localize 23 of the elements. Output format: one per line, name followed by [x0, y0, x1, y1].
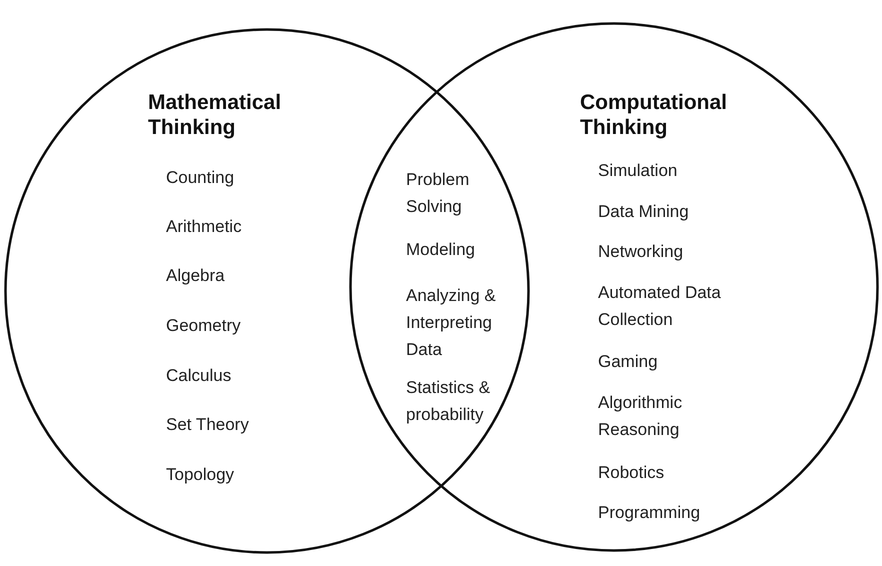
circle-heading: Mathematical Thinking [148, 90, 282, 140]
item-label: Robotics [598, 462, 664, 484]
venn-circle [4, 28, 530, 554]
item-label: Data Mining [598, 201, 689, 223]
item-label: Calculus [166, 365, 232, 387]
item-label: Counting [166, 167, 234, 189]
venn-circle [349, 22, 879, 552]
item-label: Automated Data Collection [598, 282, 722, 331]
item-label: Algorithmic Reasoning [598, 392, 684, 441]
item-label: Topology [166, 464, 234, 486]
item-label: Simulation [598, 160, 678, 182]
item-label: Geometry [166, 315, 241, 337]
item-label: Gaming [598, 351, 658, 373]
item-label: Networking [598, 241, 684, 263]
item-label: Algebra [166, 265, 225, 287]
item-label: Set Theory [166, 414, 249, 436]
item-label: Modeling [406, 239, 475, 261]
item-label: Statistics & probability [406, 377, 492, 426]
item-label: Analyzing & Interpreting Data [406, 285, 497, 361]
circle-heading: Computational Thinking [580, 90, 728, 140]
item-label: Arithmetic [166, 216, 242, 238]
item-label: Programming [598, 502, 700, 524]
item-label: Problem Solving [406, 169, 470, 218]
